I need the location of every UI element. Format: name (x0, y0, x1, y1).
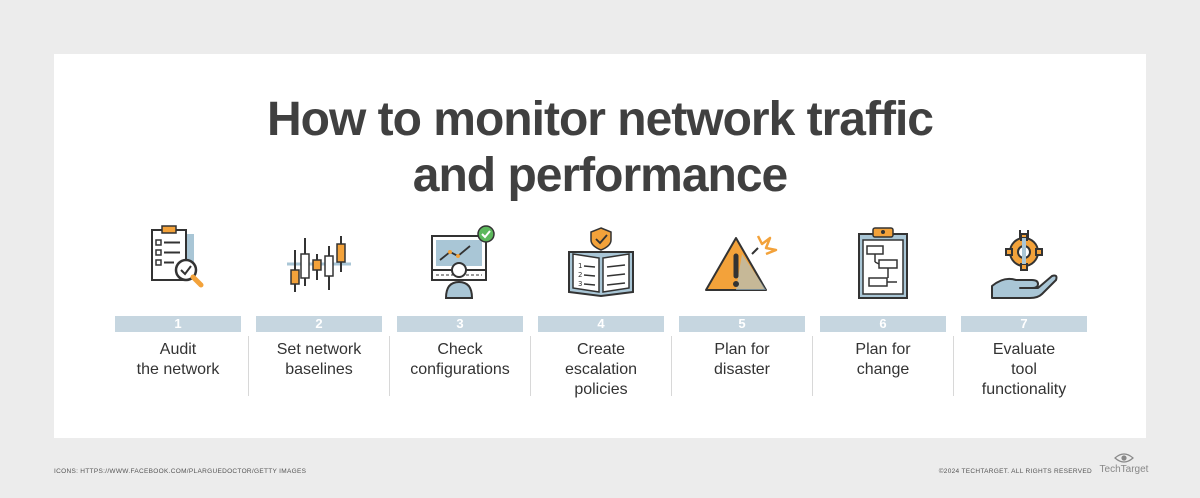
step-4: 1 2 3 4 Create escalation policies (538, 224, 664, 404)
step-number-6: 6 (820, 316, 946, 332)
step-number-4: 4 (538, 316, 664, 332)
step-label-7: Evaluate tool functionality (981, 341, 1067, 398)
svg-text:3: 3 (578, 280, 582, 288)
step-label-3: Check configurations (410, 341, 510, 378)
infographic-card: How to monitor network traffic and perfo… (54, 54, 1146, 438)
step-6: 6 Plan for change (820, 224, 946, 404)
steps-row: 1 Audit the network (115, 224, 1087, 404)
step-number-3: 3 (397, 316, 523, 332)
svg-text:2: 2 (578, 271, 582, 279)
step-label-6: Plan for change (855, 341, 911, 378)
step-5: 5 Plan for disaster (679, 224, 805, 404)
divider (953, 336, 954, 396)
candlestick-chart-icon (279, 224, 359, 304)
title-line-1: How to monitor network traffic (267, 93, 934, 146)
step-number-1: 1 (115, 316, 241, 332)
page-title: How to monitor network traffic and perfo… (54, 92, 1146, 204)
policy-book-shield-icon: 1 2 3 (561, 224, 641, 304)
step-2: 2 Set network baselines (256, 224, 382, 404)
step-label-2: Set network baselines (276, 341, 362, 378)
step-label-4: Create escalation policies (564, 341, 638, 398)
copyright-notice: ©2024 TECHTARGET. ALL RIGHTS RESERVED (938, 468, 1092, 475)
hand-wrench-gear-icon (984, 224, 1064, 304)
divider (530, 336, 531, 396)
divider (248, 336, 249, 396)
title-line-2: and performance (412, 149, 788, 202)
computer-user-check-icon (420, 224, 500, 304)
step-number-5: 5 (679, 316, 805, 332)
step-1: 1 Audit the network (115, 224, 241, 404)
clipboard-flowchart-icon (843, 224, 923, 304)
step-label-1: Audit the network (136, 341, 220, 378)
svg-text:1: 1 (578, 262, 582, 270)
clipboard-magnifier-icon (138, 224, 218, 304)
icon-credit: ICONS: HTTPS://WWW.FACEBOOK.COM/PLARGUED… (54, 468, 307, 475)
logo-text: TechTarget (1099, 464, 1149, 475)
step-number-7: 7 (961, 316, 1087, 332)
eye-icon (1114, 453, 1134, 463)
divider (812, 336, 813, 396)
techtarget-logo: TechTarget (1098, 452, 1150, 478)
step-3: 3 Check configurations (397, 224, 523, 404)
step-number-2: 2 (256, 316, 382, 332)
step-label-5: Plan for disaster (713, 341, 771, 378)
warning-alert-icon (702, 224, 782, 304)
divider (671, 336, 672, 396)
step-7: 7 Evaluate tool functionality (961, 224, 1087, 404)
divider (389, 336, 390, 396)
